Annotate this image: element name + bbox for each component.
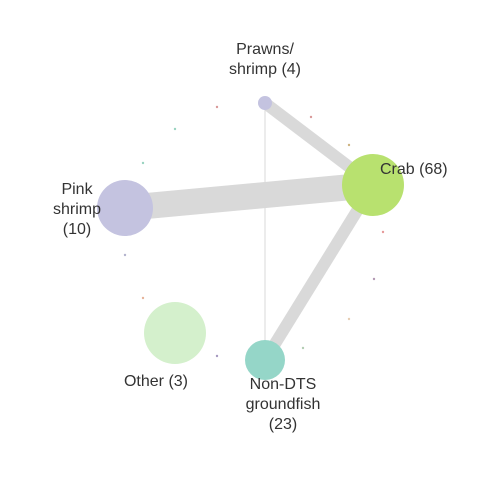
decorative-dots	[123, 105, 385, 358]
node-label-line: shrimp (4)	[229, 61, 301, 78]
decorative-dot	[215, 354, 219, 358]
node-label-line: shrimp	[53, 201, 101, 218]
decorative-dot	[301, 346, 305, 350]
decorative-dot	[141, 161, 145, 165]
node-label-line: Crab (68)	[380, 161, 448, 178]
decorative-dot	[123, 253, 127, 257]
node-label-line: groundfish	[246, 396, 321, 413]
decorative-dot	[372, 277, 376, 281]
decorative-dot	[141, 296, 145, 300]
decorative-dot	[347, 143, 351, 147]
node-pink_shrimp[interactable]	[97, 180, 153, 236]
nodes-layer	[97, 96, 404, 380]
edge-pink_shrimp-crab	[123, 172, 375, 221]
node-label-line: Pink	[61, 181, 93, 198]
node-label-line: Prawns/	[236, 41, 294, 58]
node-other[interactable]	[144, 302, 206, 364]
decorative-dot	[173, 127, 177, 131]
node-label-other: Other (3)	[124, 373, 188, 390]
node-label-prawns: Prawns/shrimp (4)	[229, 41, 301, 78]
node-label-line: Non-DTS	[250, 376, 317, 393]
labels-layer: Prawns/shrimp (4) Crab (68) Pink shrimp (10)…	[53, 41, 448, 433]
node-label-line: Other (3)	[124, 373, 188, 390]
node-label-line: (10)	[63, 221, 91, 238]
node-label-line: (23)	[269, 416, 297, 433]
decorative-dot	[347, 317, 351, 321]
node-groundfish[interactable]	[245, 340, 285, 380]
decorative-dot	[309, 115, 313, 119]
decorative-dot	[381, 230, 385, 234]
node-prawns[interactable]	[258, 96, 272, 110]
node-label-pink_shrimp: Pink shrimp (10)	[53, 181, 101, 238]
node-crab[interactable]	[342, 154, 404, 216]
decorative-dot	[215, 105, 219, 109]
node-label-crab: Crab (68)	[380, 161, 448, 178]
node-label-groundfish: Non-DTS groundfish (23)	[246, 376, 321, 433]
edge-crab-groundfish	[259, 181, 379, 364]
